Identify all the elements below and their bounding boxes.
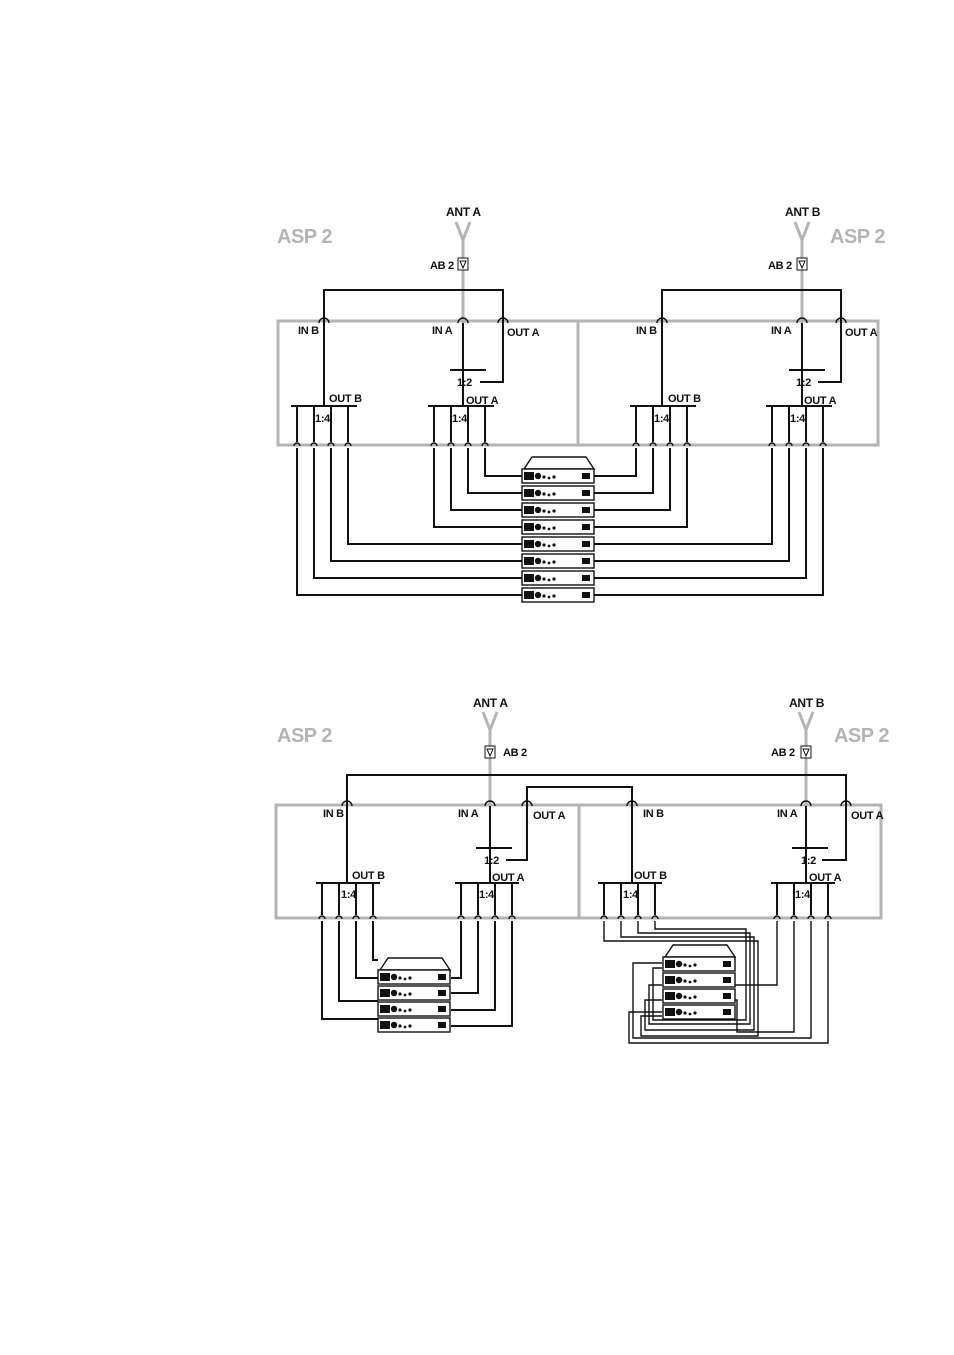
receiver-unit-icon bbox=[663, 957, 735, 971]
antenna-b-label: ANT B bbox=[785, 205, 821, 219]
receiver-unit-icon bbox=[522, 486, 594, 500]
amp-label-left: AB 2 bbox=[430, 260, 454, 272]
antenna-a-label: ANT A bbox=[473, 696, 508, 710]
in-a-label: IN A bbox=[771, 325, 792, 337]
receiver-stack-right bbox=[663, 945, 735, 1019]
receiver-unit-icon bbox=[522, 503, 594, 517]
antenna-icon bbox=[799, 712, 813, 806]
amp-label-right: AB 2 bbox=[771, 747, 795, 759]
receiver-unit-icon bbox=[663, 973, 735, 987]
out-a-label: OUT A bbox=[851, 810, 884, 822]
in-a-label: IN A bbox=[432, 325, 453, 337]
split-4-label: 1:4 bbox=[790, 413, 806, 425]
out-a-label: OUT A bbox=[507, 327, 540, 339]
receiver-unit-icon bbox=[522, 571, 594, 585]
receiver-unit-icon bbox=[663, 1005, 735, 1019]
antenna-icon bbox=[795, 222, 809, 323]
out-b-label: OUT B bbox=[634, 870, 667, 882]
split-4-label: 1:4 bbox=[623, 889, 639, 901]
amp-label-right: AB 2 bbox=[768, 260, 792, 272]
bottom-diagram: ASP 2 ASP 2 ANT A ANT B AB 2 AB 2 bbox=[276, 696, 889, 1043]
in-b-label: IN B bbox=[636, 325, 657, 337]
receiver-unit-icon bbox=[522, 520, 594, 534]
amp-label-left: AB 2 bbox=[503, 747, 527, 759]
receiver-stack bbox=[522, 457, 594, 602]
in-b-label: IN B bbox=[643, 808, 664, 820]
out-a-label: OUT A bbox=[845, 327, 878, 339]
receiver-unit-icon bbox=[522, 554, 594, 568]
receiver-unit-icon bbox=[378, 1018, 450, 1032]
triangle-amplifier-icon bbox=[797, 258, 807, 270]
split-4-label: 1:4 bbox=[452, 413, 468, 425]
antenna-icon bbox=[483, 712, 497, 806]
antenna-a-label: ANT A bbox=[446, 205, 481, 219]
split-4-label: 1:4 bbox=[341, 889, 357, 901]
split-2-label: 1:2 bbox=[457, 377, 472, 389]
triangle-amplifier-icon bbox=[485, 746, 495, 758]
in-a-label: IN A bbox=[777, 808, 798, 820]
receiver-unit-icon bbox=[522, 537, 594, 551]
unit-label-right: ASP 2 bbox=[834, 725, 889, 747]
out-a-label: OUT A bbox=[804, 395, 837, 407]
out-a-label: OUT A bbox=[533, 810, 566, 822]
out-b-label: OUT B bbox=[352, 870, 385, 882]
out-b-label: OUT B bbox=[329, 393, 362, 405]
receiver-unit-icon bbox=[378, 970, 450, 984]
split-2-label: 1:2 bbox=[484, 855, 499, 867]
in-b-label: IN B bbox=[323, 808, 344, 820]
split-4-label: 1:4 bbox=[315, 413, 331, 425]
splitter-box-right bbox=[579, 805, 881, 918]
top-diagram: ASP 2 ASP 2 ANT A ANT B AB 2 AB 2 bbox=[277, 205, 885, 602]
antenna-b-label: ANT B bbox=[789, 696, 825, 710]
unit-label-right: ASP 2 bbox=[830, 226, 885, 248]
receiver-unit-icon bbox=[522, 588, 594, 602]
split-2-label: 1:2 bbox=[801, 855, 816, 867]
in-a-label: IN A bbox=[458, 808, 479, 820]
unit-label-left: ASP 2 bbox=[277, 725, 332, 747]
split-4-label: 1:4 bbox=[654, 413, 670, 425]
out-b-label: OUT B bbox=[668, 393, 701, 405]
receiver-unit-icon bbox=[378, 986, 450, 1000]
in-b-label: IN B bbox=[298, 325, 319, 337]
split-4-label: 1:4 bbox=[479, 889, 495, 901]
receiver-unit-icon bbox=[522, 469, 594, 483]
triangle-amplifier-icon bbox=[458, 258, 468, 270]
receiver-unit-icon bbox=[378, 1002, 450, 1016]
unit-label-left: ASP 2 bbox=[277, 226, 332, 248]
receiver-stack-left bbox=[378, 958, 450, 1032]
out-a-label: OUT A bbox=[466, 395, 499, 407]
antenna-icon bbox=[456, 222, 470, 323]
triangle-amplifier-icon bbox=[801, 746, 811, 758]
out-a-label: OUT A bbox=[492, 872, 525, 884]
split-4-label: 1:4 bbox=[795, 889, 811, 901]
out-a-label: OUT A bbox=[809, 872, 842, 884]
split-2-label: 1:2 bbox=[796, 377, 811, 389]
receiver-unit-icon bbox=[663, 989, 735, 1003]
